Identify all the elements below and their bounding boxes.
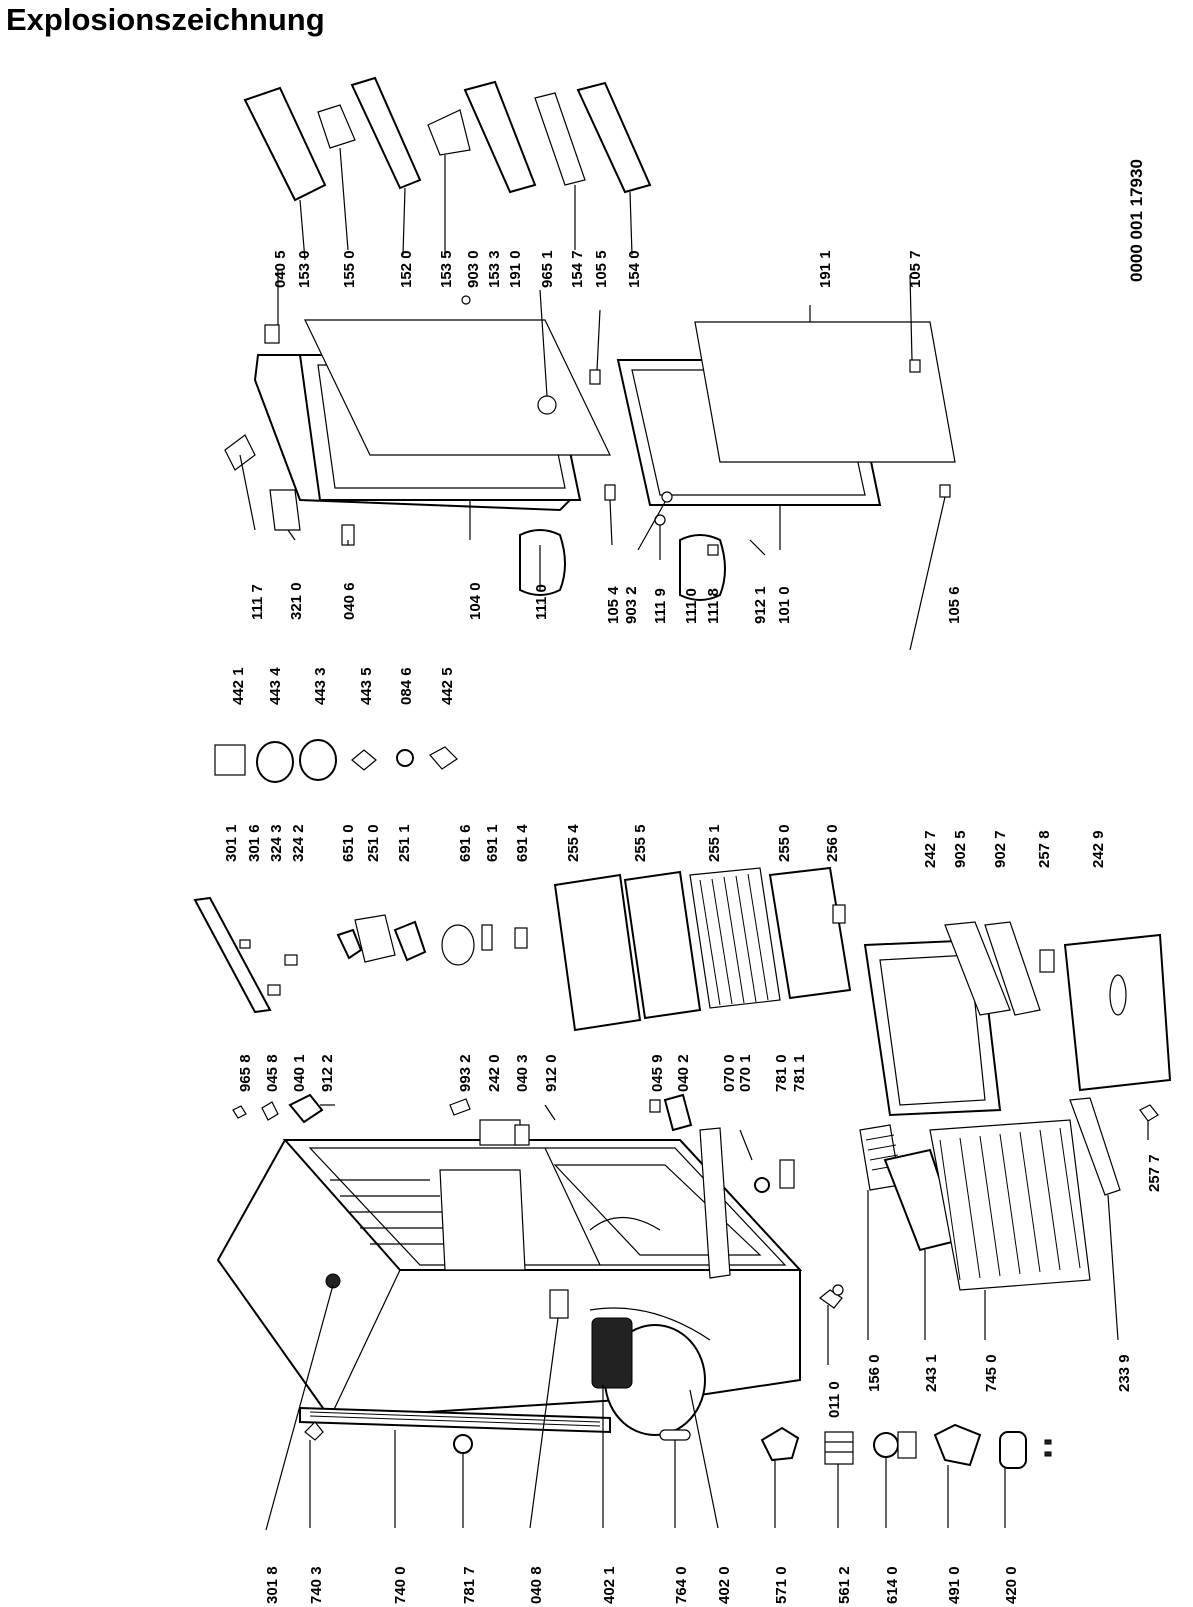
label-2578: 257 8 [1036, 830, 1053, 868]
label-3210: 321 0 [288, 582, 305, 620]
label-9120: 912 0 [543, 1054, 560, 1092]
label-9027: 902 7 [992, 830, 1009, 868]
document-number: 0000 001 17930 [1127, 159, 1146, 282]
label-1560: 156 0 [866, 1354, 883, 1392]
label-2431: 243 1 [923, 1354, 940, 1392]
label-2577: 257 7 [1146, 1154, 1163, 1192]
label-2555: 255 5 [632, 824, 649, 862]
label-7403: 740 3 [308, 1566, 325, 1604]
label-2551: 255 1 [706, 824, 723, 862]
label-1910: 191 0 [507, 250, 524, 288]
label-5612: 561 2 [836, 1566, 853, 1604]
label-2427: 242 7 [922, 830, 939, 868]
label-0110: 011 0 [826, 1381, 843, 1418]
label-2510: 251 0 [365, 824, 382, 862]
label-6510: 651 0 [340, 824, 357, 862]
leader-lines [239, 147, 1149, 1531]
label-4433: 443 3 [312, 667, 329, 705]
label-4910: 491 0 [946, 1566, 963, 1604]
label-1533: 153 3 [486, 250, 503, 288]
label-0406: 040 6 [341, 582, 358, 620]
label-4435: 443 5 [358, 667, 375, 705]
label-3242: 324 2 [290, 824, 307, 862]
label-1054: 105 4 [605, 586, 622, 624]
label-4421: 442 1 [230, 667, 247, 705]
label-1547: 154 7 [569, 250, 586, 288]
label-1550: 155 0 [341, 250, 358, 288]
label-9932: 993 2 [457, 1054, 474, 1092]
label-1540: 154 0 [626, 250, 643, 288]
label-1118: 111 8 [705, 588, 722, 624]
label-9121: 912 1 [752, 586, 769, 624]
label-7450: 745 0 [983, 1354, 1000, 1392]
label-2420: 242 0 [486, 1054, 503, 1092]
label-7811: 781 1 [791, 1054, 808, 1092]
label-1055: 105 5 [593, 250, 610, 288]
label-1057: 105 7 [907, 250, 924, 288]
label-0700: 070 0 [721, 1054, 738, 1092]
label-1110a: 111 0 [533, 584, 550, 620]
label-4021: 402 1 [601, 1566, 618, 1604]
label-9122: 912 2 [319, 1054, 336, 1092]
label-0459: 045 9 [649, 1054, 666, 1092]
page-title: Explosionszeichnung [6, 2, 325, 37]
label-1535: 153 5 [438, 250, 455, 288]
label-1530: 153 0 [296, 250, 313, 288]
label-2550: 255 0 [776, 824, 793, 862]
label-0846: 084 6 [398, 667, 415, 705]
label-3011: 301 1 [223, 824, 240, 862]
label-7400: 740 0 [392, 1566, 409, 1604]
label-9032: 903 2 [623, 586, 640, 624]
label-1110b: 111 0 [683, 588, 700, 624]
label-0701: 070 1 [737, 1054, 754, 1092]
label-9025: 902 5 [952, 830, 969, 868]
shelves-drawing [193, 76, 1172, 1291]
label-2511: 251 1 [396, 824, 413, 862]
label-6911: 691 1 [484, 824, 501, 862]
label-1520: 152 0 [398, 250, 415, 288]
label-9030: 903 0 [465, 250, 482, 288]
label-3243: 324 3 [268, 824, 285, 862]
label-1119: 111 9 [652, 588, 669, 624]
label-4200: 420 0 [1003, 1566, 1020, 1604]
label-0458: 045 8 [264, 1054, 281, 1092]
label-4020: 402 0 [716, 1566, 733, 1604]
label-7810: 781 0 [773, 1054, 790, 1092]
label-1040: 104 0 [467, 582, 484, 620]
label-0403: 040 3 [514, 1054, 531, 1092]
label-9651: 965 1 [539, 250, 556, 288]
label-3016: 301 6 [246, 824, 263, 862]
label-1117: 111 7 [249, 584, 266, 620]
label-3018: 301 8 [264, 1566, 281, 1604]
label-6914: 691 4 [514, 824, 531, 862]
label-7640: 764 0 [673, 1566, 690, 1604]
label-2339: 233 9 [1116, 1354, 1133, 1392]
label-1911: 191 1 [817, 250, 834, 288]
label-0402: 040 2 [675, 1054, 692, 1092]
label-4434: 443 4 [267, 667, 284, 705]
label-2429: 242 9 [1090, 830, 1107, 868]
label-0408: 040 8 [528, 1566, 545, 1604]
label-6916: 691 6 [457, 824, 474, 862]
part-number-labels: 301 8 740 3 740 0 781 7 040 8 402 1 764 … [223, 159, 1163, 1604]
label-5710: 571 0 [773, 1566, 790, 1604]
label-1056: 105 6 [946, 586, 963, 624]
cabinet-drawing [216, 1139, 1052, 1469]
label-9658: 965 8 [237, 1054, 254, 1092]
label-6140: 614 0 [884, 1566, 901, 1604]
label-7817: 781 7 [461, 1566, 478, 1604]
label-2554: 255 4 [565, 824, 582, 862]
label-1010: 101 0 [776, 586, 793, 624]
label-4425: 442 5 [439, 667, 456, 705]
label-2560: 256 0 [824, 824, 841, 862]
label-0401: 040 1 [291, 1054, 308, 1092]
label-0405: 040 5 [272, 250, 289, 288]
